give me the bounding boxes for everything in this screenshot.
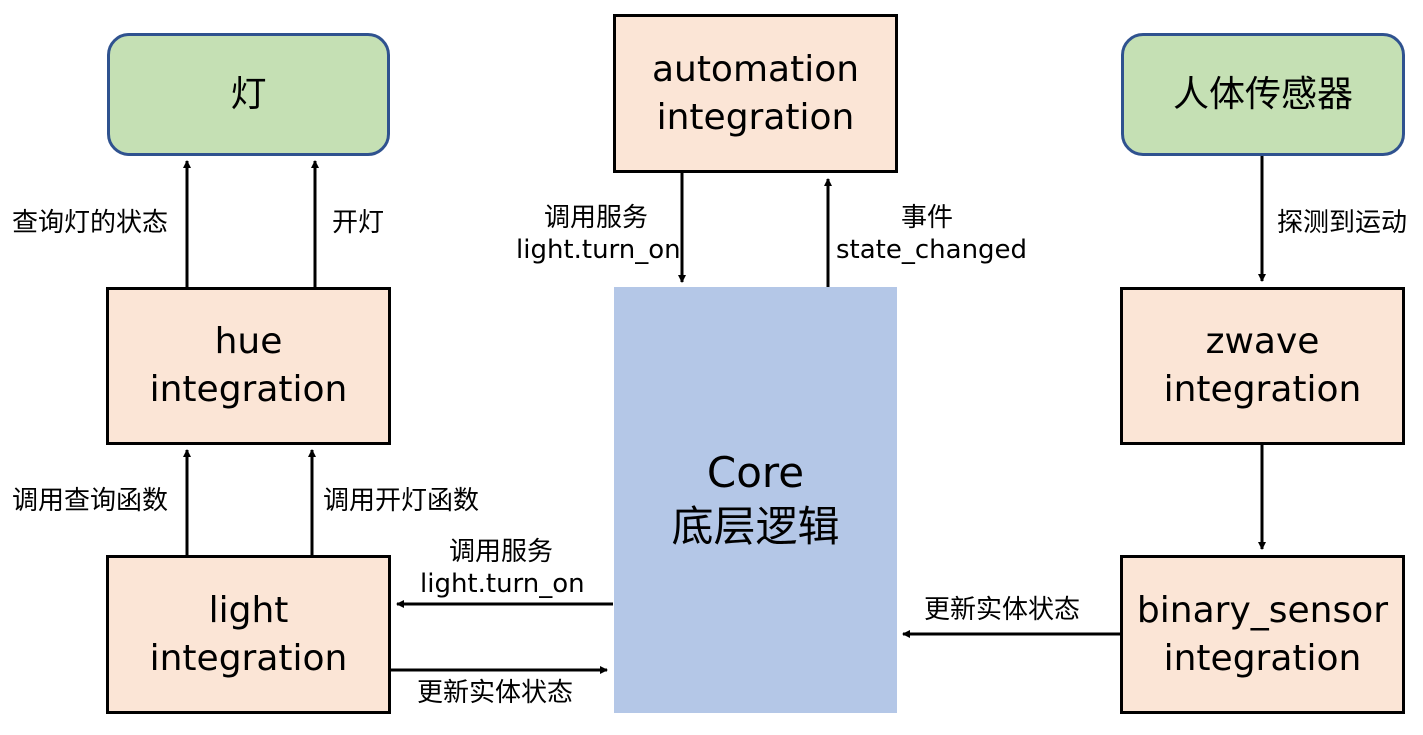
hue-integration-box: hue integration — [106, 287, 391, 445]
motion-detected-label: 探测到运动 — [1277, 208, 1408, 238]
hue-subtitle: integration — [149, 369, 348, 410]
automation-title: automation — [651, 48, 860, 90]
binary-sensor-integration-box: binary_sensor integration — [1120, 555, 1405, 714]
call-service-text: 调用服务 — [448, 537, 553, 567]
service-name-text: light.turn_on — [420, 569, 585, 599]
binary-sensor-title: binary_sensor — [1136, 589, 1389, 631]
light-title: light — [208, 589, 289, 631]
core-subtitle: 底层逻辑 — [671, 502, 840, 551]
query-lamp-state-label: 查询灯的状态 — [12, 208, 169, 238]
binary-sensor-subtitle: integration — [1163, 637, 1362, 679]
event-text: 事件 — [900, 203, 953, 233]
call-service-automation-label: 调用服务 light.turn_on — [516, 202, 681, 266]
automation-integration-box: automation integration — [613, 14, 898, 173]
core-box: Core 底层逻辑 — [614, 287, 897, 713]
light-subtitle: integration — [149, 637, 348, 679]
lamp-label: 灯 — [230, 73, 267, 115]
update-state-sensor-label: 更新实体状态 — [924, 595, 1081, 625]
event-name-text: state_changed — [836, 235, 1028, 265]
service-name-text: light.turn_on — [516, 235, 681, 265]
call-turn-on-function-label: 调用开灯函数 — [323, 486, 480, 516]
core-title: Core — [706, 448, 805, 497]
event-label: 事件 state_changed — [836, 202, 1028, 266]
automation-subtitle: integration — [656, 96, 855, 138]
call-service-light-label: 调用服务 light.turn_on — [420, 536, 585, 600]
lamp-device-box: 灯 — [107, 33, 390, 156]
zwave-integration-box: zwave integration — [1120, 287, 1405, 445]
light-integration-box: light integration — [106, 555, 391, 714]
call-service-text: 调用服务 — [543, 203, 648, 233]
update-state-light-label: 更新实体状态 — [417, 678, 574, 708]
hue-title: hue — [214, 321, 283, 362]
turn-on-lamp-label: 开灯 — [332, 208, 385, 238]
motion-sensor-label: 人体传感器 — [1172, 73, 1353, 115]
zwave-title: zwave — [1205, 321, 1320, 362]
zwave-subtitle: integration — [1163, 369, 1362, 410]
call-query-function-label: 调用查询函数 — [12, 486, 169, 516]
motion-sensor-device-box: 人体传感器 — [1121, 33, 1405, 156]
